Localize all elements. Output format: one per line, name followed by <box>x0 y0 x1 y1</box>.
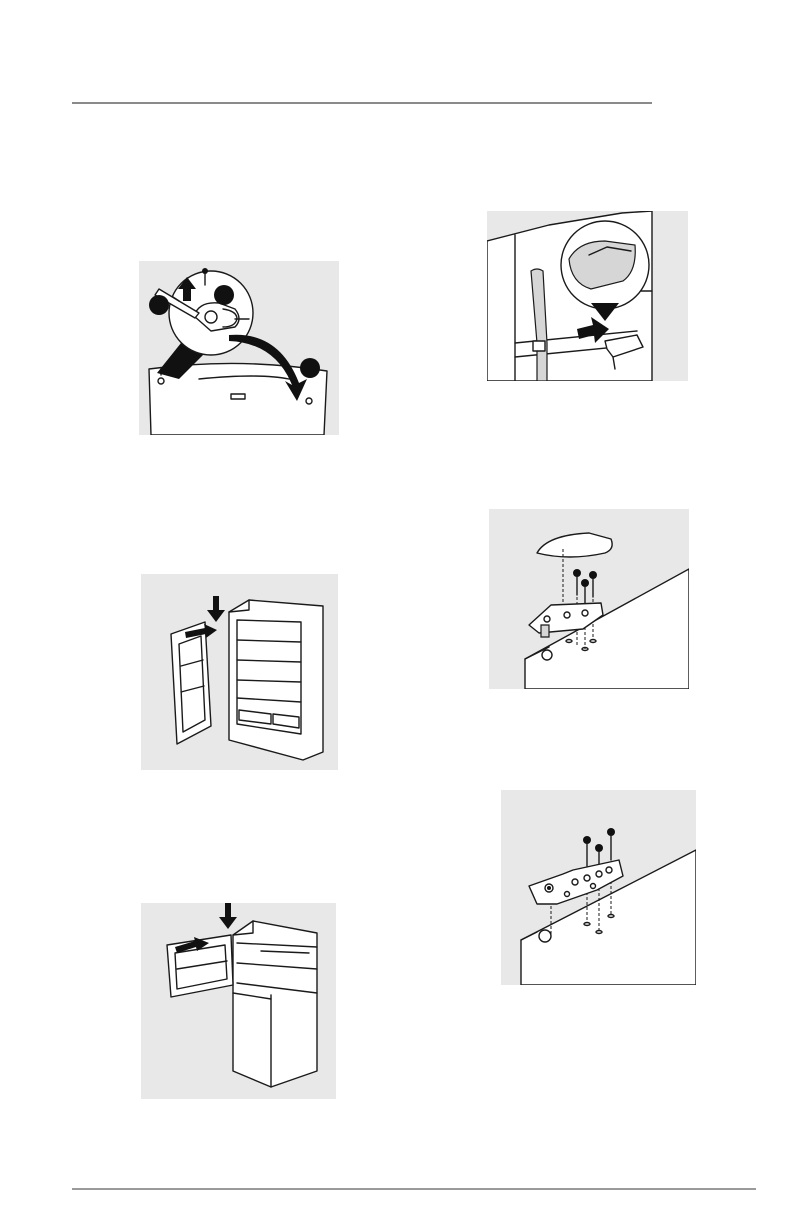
figure-move-freezer-door <box>141 574 338 770</box>
top-hinge-with-cover-illustration <box>489 509 689 689</box>
figure-remove-top-hinge <box>139 261 339 435</box>
step-marker-2 <box>214 285 234 305</box>
move-freezer-door-illustration <box>141 574 338 770</box>
figure-hinge-cover-clip <box>487 211 688 381</box>
figure-top-hinge-with-cover <box>489 509 689 689</box>
figure-top-hinge-bracket <box>501 790 696 985</box>
arrow-down-icon <box>219 903 237 929</box>
move-fresh-food-door-illustration <box>141 903 336 1099</box>
footer-rule <box>72 1188 756 1190</box>
header-rule <box>72 102 652 104</box>
step-marker-1 <box>149 295 169 315</box>
hinge-cover <box>537 533 612 557</box>
figure-move-fresh-food-door <box>141 903 336 1099</box>
arrow-down-icon <box>207 596 225 622</box>
hinge-cover-clip-illustration <box>487 211 688 381</box>
step-marker-3 <box>300 358 320 378</box>
top-hinge-bracket-illustration <box>501 790 696 985</box>
remove-top-hinge-illustration <box>139 261 339 435</box>
